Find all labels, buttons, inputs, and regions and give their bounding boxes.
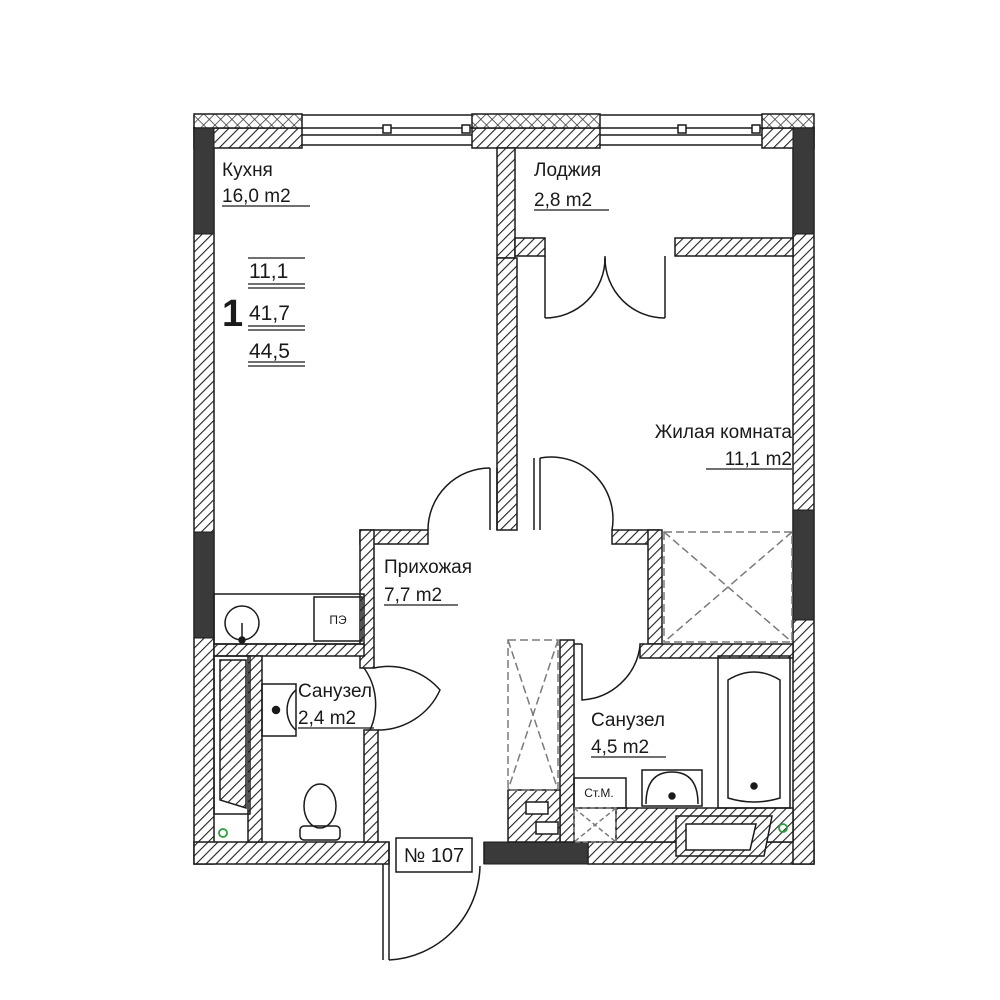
interior-walls (213, 147, 794, 843)
room-wc: Санузел 2,4 m2 (298, 681, 374, 729)
bath-shaft-dashed (507, 639, 559, 791)
top-parapet-left (193, 113, 303, 129)
kitchen-window (302, 114, 472, 146)
living-area: 11,1 (249, 260, 288, 283)
wall-kitchen-room (496, 257, 518, 531)
wall-loggia-bottom-right (674, 237, 794, 257)
room-name: Кухня (222, 160, 273, 181)
loggia-door[interactable] (544, 256, 666, 319)
bath-sink-icon (641, 769, 703, 807)
room-area: 2,4 m2 (298, 708, 356, 729)
room-window (600, 114, 762, 146)
room-bathroom: Санузел 4,5 m2 (591, 710, 666, 758)
wc-washer-unit (213, 655, 251, 815)
apartment-summary: 1 11,1 41,7 44,5 (222, 257, 305, 367)
bathroom-door[interactable] (574, 643, 641, 701)
left-wall (193, 127, 215, 865)
kitchen-counter (213, 593, 365, 645)
bottom-wall-left (193, 841, 390, 865)
column-left-top (193, 127, 215, 235)
room-area: 2,8 m2 (534, 190, 592, 211)
wall-hall-left-lower (363, 729, 379, 843)
kitchen-door[interactable] (427, 467, 498, 531)
room-area: 4,5 m2 (591, 737, 649, 758)
columns (193, 127, 815, 865)
room-area: 11,1 m2 (725, 449, 792, 470)
wall-bath-left (559, 639, 575, 843)
room-kitchen: Кухня 16,0 m2 (222, 160, 310, 207)
room-loggia: Лоджия 2,8 m2 (534, 160, 609, 211)
room-labels: Кухня 16,0 m2 Лоджия 2,8 m2 Жилая комнат… (222, 160, 792, 758)
room-hall: Прихожая 7,7 m2 (384, 557, 472, 606)
wall-wc-left (247, 655, 263, 843)
column-right-top (792, 127, 815, 235)
column-left-mid (193, 531, 215, 639)
wall-loggia-bottom-left (514, 237, 546, 257)
wc-sink-icon (261, 683, 297, 737)
bathtub-icon (717, 655, 791, 809)
wall-bath-top (639, 643, 794, 659)
wc-door[interactable] (363, 665, 441, 731)
washer-base-dashed (573, 807, 617, 843)
room-name: Лоджия (534, 160, 601, 181)
vent-marker-left (218, 828, 228, 838)
apartment-number-box: № 107 (395, 837, 473, 873)
rooms-count: 1 (222, 293, 243, 335)
wall-kitchen-wc (213, 643, 365, 657)
room-area: 7,7 m2 (384, 585, 442, 606)
top-parapet-right (761, 113, 815, 129)
stove-icon (313, 596, 363, 642)
wall-wardrobe (647, 529, 663, 645)
room-living: Жилая комната 11,1 m2 (655, 422, 793, 470)
windows (302, 114, 815, 380)
right-wall (792, 127, 815, 865)
top-parapet-mid (471, 113, 601, 129)
wardrobe-dashed-box (663, 531, 793, 643)
wall-kitchen-loggia (496, 147, 516, 259)
toilet-icon (299, 783, 341, 841)
fixtures (213, 531, 793, 857)
room-area: 16,0 m2 (222, 186, 291, 207)
room-name: Прихожая (384, 557, 472, 578)
entrance-door[interactable] (382, 842, 485, 961)
column-right-mid (792, 509, 815, 621)
doors (363, 256, 666, 961)
vent-marker-right (778, 823, 788, 833)
room-name: Жилая комната (655, 422, 793, 443)
column-bottom (483, 841, 589, 865)
washer-label: Ст.М. (584, 786, 614, 800)
room-name: Санузел (298, 681, 372, 702)
top-wall-mid (471, 127, 601, 149)
room-name: Санузел (591, 710, 665, 731)
room-door[interactable] (533, 456, 614, 531)
stove-label: ПЭ (329, 613, 347, 627)
total-area-balcony: 44,5 (249, 340, 290, 363)
apartment-number: № 107 (404, 845, 464, 867)
total-area: 41,7 (249, 302, 290, 325)
outer-walls (193, 113, 815, 865)
